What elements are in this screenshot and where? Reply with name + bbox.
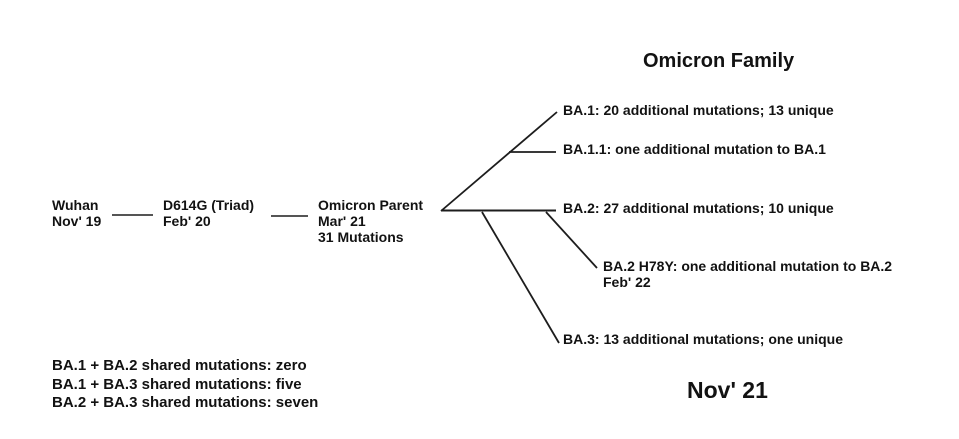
diagram-title: Omicron Family [643, 50, 795, 72]
shared-mutations-line-1: BA.1 + BA.2 shared mutations: zero [52, 357, 307, 374]
branch-label-ba2-h78y-date: Feb' 22 [603, 274, 651, 290]
timeline-node-wuhan: Wuhan Nov' 19 [52, 197, 102, 230]
shared-mutations-line-3: BA.2 + BA.3 shared mutations: seven [52, 394, 319, 412]
timeline-node-omicron-parent: Omicron Parent Mar' 21 31 Mutations [318, 197, 424, 245]
branch-label-ba2-h78y: BA.2 H78Y: one additional mutation to BA… [603, 258, 892, 290]
branch-line-ba1 [440, 111, 558, 212]
node-wuhan-name: Wuhan [52, 197, 99, 213]
node-omicron-parent-note: 31 Mutations [318, 228, 404, 245]
branch-line-ba3 [481, 211, 560, 344]
omicron-family-date: Nov' 21 [687, 377, 768, 403]
branch-line-ba2-h78y [545, 211, 598, 269]
branch-label-ba11: BA.1.1: one additional mutation to BA.1 [563, 141, 826, 157]
branch-label-ba3: BA.3: 13 additional mutations; one uniqu… [563, 331, 844, 347]
branch-label-ba1: BA.1: 20 additional mutations; 13 unique [563, 102, 834, 118]
node-wuhan-date: Nov' 19 [52, 212, 102, 229]
shared-mutations-line-2: BA.1 + BA.3 shared mutations: five [52, 375, 302, 393]
branch-label-ba2: BA.2: 27 additional mutations; 10 unique [563, 200, 834, 216]
shared-mutations-block: BA.1 + BA.2 shared mutations: zero BA.1 … [52, 357, 318, 413]
node-omicron-parent-name: Omicron Parent [318, 197, 424, 213]
node-d614g-date: Feb' 20 [163, 212, 211, 229]
node-d614g-name: D614G (Triad) [163, 197, 255, 213]
timeline-node-d614g: D614G (Triad) Feb' 20 [163, 197, 255, 230]
node-omicron-parent-date: Mar' 21 [318, 212, 366, 229]
branch-label-ba2-h78y-text: BA.2 H78Y: one additional mutation to BA… [603, 258, 893, 274]
